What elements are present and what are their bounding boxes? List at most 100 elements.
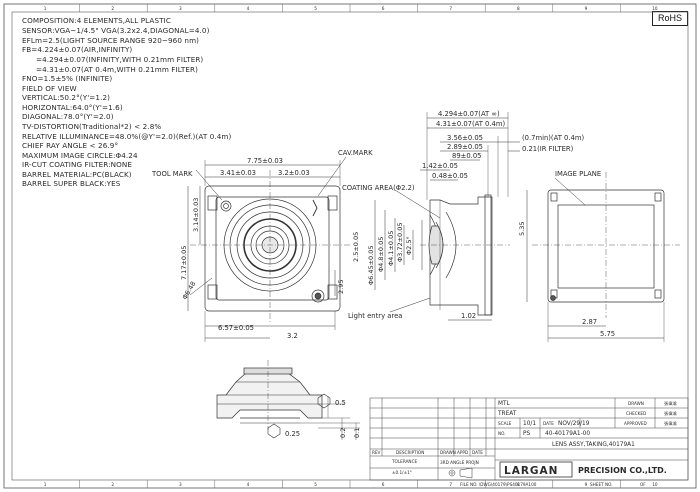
grid-number-bottom: 6 [382,482,385,487]
front-upper-dim: 3.14±0.03 [192,198,200,232]
spec-line: BARREL SUPER BLACK:YES [22,179,121,188]
tb-drawn: DRAWN [628,401,644,406]
grid-number-bottom: 7 [449,482,452,487]
grid-number-top: 5 [314,6,317,11]
spec-line: =4.31±0.07(AT 0.4m,WITH 0.21mm FILTER) [36,64,198,74]
tb-drawn-col: DRAWN [440,450,456,455]
tb-scale-value: 10/1 [523,421,536,427]
section-dim-3: 0.2 [339,428,347,438]
grid-number-bottom: 1 [44,482,47,487]
spec-line: HORIZONTAL:64.0°(Y'=1.6) [22,102,123,112]
front-bottom-dim: 6.57±0.05 [218,324,254,332]
grid-number-top: 4 [247,6,250,11]
tb-tolerance-label: TOLERANCE [391,459,417,464]
image-plane-label: IMAGE PLANE [555,170,601,178]
min-label: (0.7min)(AT 0.4m) [522,134,584,142]
tb-date-col: DATE [472,450,483,455]
side-bottom-dim: 1.02 [461,312,476,320]
fb-infinity-dim: 4.294±0.07(AT ∞) [438,110,500,118]
grid-number-top: 6 [382,6,385,11]
spec-line: BARREL MATERIAL:PC(BLACK) [22,169,132,179]
grid-number-top: 1 [44,6,47,11]
front-outer [204,185,341,312]
tb-projection: 3RD ANGLE PROJN [440,460,479,465]
front-width-dim: 7.75±0.03 [247,157,283,165]
side-dia-2: Φ4.8±0.05 [377,237,385,272]
tb-rev: REV [372,450,381,455]
spec-line: DIAGONAL:78.0°(Y'=2.0) [22,112,114,121]
tb-no-label: NO. [498,431,506,436]
side-dia-4: Φ3.72±0.05 [396,222,404,262]
front-inner [215,196,330,301]
light-entry-label: Light entry area [348,312,402,320]
tb-date-value: NOV/29/19 [558,421,590,427]
front-view [187,156,352,342]
grid-number-bottom: 5 [314,482,317,487]
tb-file-no: FILE NO. \DWG\40179\PS40179A100 [460,482,537,487]
section-body [216,372,323,419]
spec-line: FIELD OF VIEW [22,83,77,93]
cav-mark-label: CAV.MARK [338,149,373,157]
grid-number-bottom: 3 [179,482,182,487]
section-dim-2: 0.25 [285,430,300,438]
spec-line: CHIEF RAY ANGLE < 26.9° [22,141,119,150]
tb-company: PRECISION CO.,LTD. [578,466,667,475]
grid-number-bottom: 9 [585,482,588,487]
coating-area-label: COATING AREA(Φ2.2) [342,184,415,192]
rear-width-2: 5.75 [600,330,615,338]
grid-number-top: 3 [179,6,182,11]
side-dim-3: 89±0.05 [452,152,481,160]
grid-number-bottom: 10 [652,482,658,487]
projection-symbol [448,467,473,479]
side-dim-1: 3.56±0.05 [447,134,483,142]
tb-unit-value: PS [523,431,530,437]
front-right-dim: 3.2±0.03 [278,169,310,177]
grid-number-bottom: 2 [111,482,114,487]
spec-line: =4.294±0.07(INFINITY,WITH 0.21mm FILTER) [36,55,204,64]
spec-line: FB=4.224±0.07(AIR,INFINITY) [22,45,133,54]
tb-date-label: DATE [543,421,554,426]
front-small-dim: 2.95 [337,280,345,294]
front-height-dim: 7.17±0.05 [180,246,188,280]
spec-line: COMPOSITION:4 ELEMENTS,ALL PLASTIC [22,15,171,25]
section-dim-1: 0.5 [335,399,346,407]
ir-filter-label: 0.21(IR FILTER) [522,145,574,153]
fb-near-dim: 4.31±0.07(AT 0.4m) [436,120,505,128]
rohs-mark: RoHS [652,11,688,26]
tb-sign-3: 張偉鴻 [664,420,677,427]
spec-line: FNO=1.5±5% (INFINITE) [22,74,113,83]
rear-width-1: 2.87 [582,318,597,326]
rear-view [526,172,680,342]
inner-border [11,11,689,481]
side-dia-3: Φ4.1±0.05 [387,231,395,266]
tb-tolerance-value: ±0.1/±1° [392,470,412,475]
spec-line: EFLm=2.5(LIGHT SOURCE RANGE 920~960 nm) [22,35,200,45]
spec-line: VERTICAL:50.2°(Y'=1.2) [22,93,111,102]
front-center-dim: 3.2 [287,332,298,340]
side-dia-5: Φ2.5° [405,236,413,255]
spec-line: RELATIVE ILLUMINANCE=48.0%(@Y'=2.0)(Ref.… [22,131,232,141]
spec-line: SENSOR:VGA~1/4.5" VGA(3.2x2.4,DIAGONAL=4… [22,25,210,35]
grid-number-top: 9 [585,6,588,11]
tb-sign-1: 張偉鴻 [664,400,677,407]
grid-number-top: 2 [111,6,114,11]
tb-approved: APPROVED [624,421,647,426]
front-hole-dim: Φ6.48 [181,280,198,301]
section-dim-4: 0.1 [353,428,361,438]
largan-logo-text: LARGAN [504,465,558,477]
rear-height-dim: 5.35 [518,222,526,236]
grid-number-top: 10 [652,6,658,11]
grid-number-top: 8 [517,6,520,11]
side-dim-4: 1.42±0.05 [422,162,458,170]
grid-number-bottom: 8 [517,482,520,487]
title-block [369,397,689,481]
side-view [374,112,520,321]
tb-scale-label: SCALE [498,421,512,426]
tb-treat: TREAT [497,411,517,417]
tool-mark-hole [220,200,232,212]
tool-mark-label: TOOL MARK [151,170,193,178]
grid-number-bottom: 4 [247,482,250,487]
